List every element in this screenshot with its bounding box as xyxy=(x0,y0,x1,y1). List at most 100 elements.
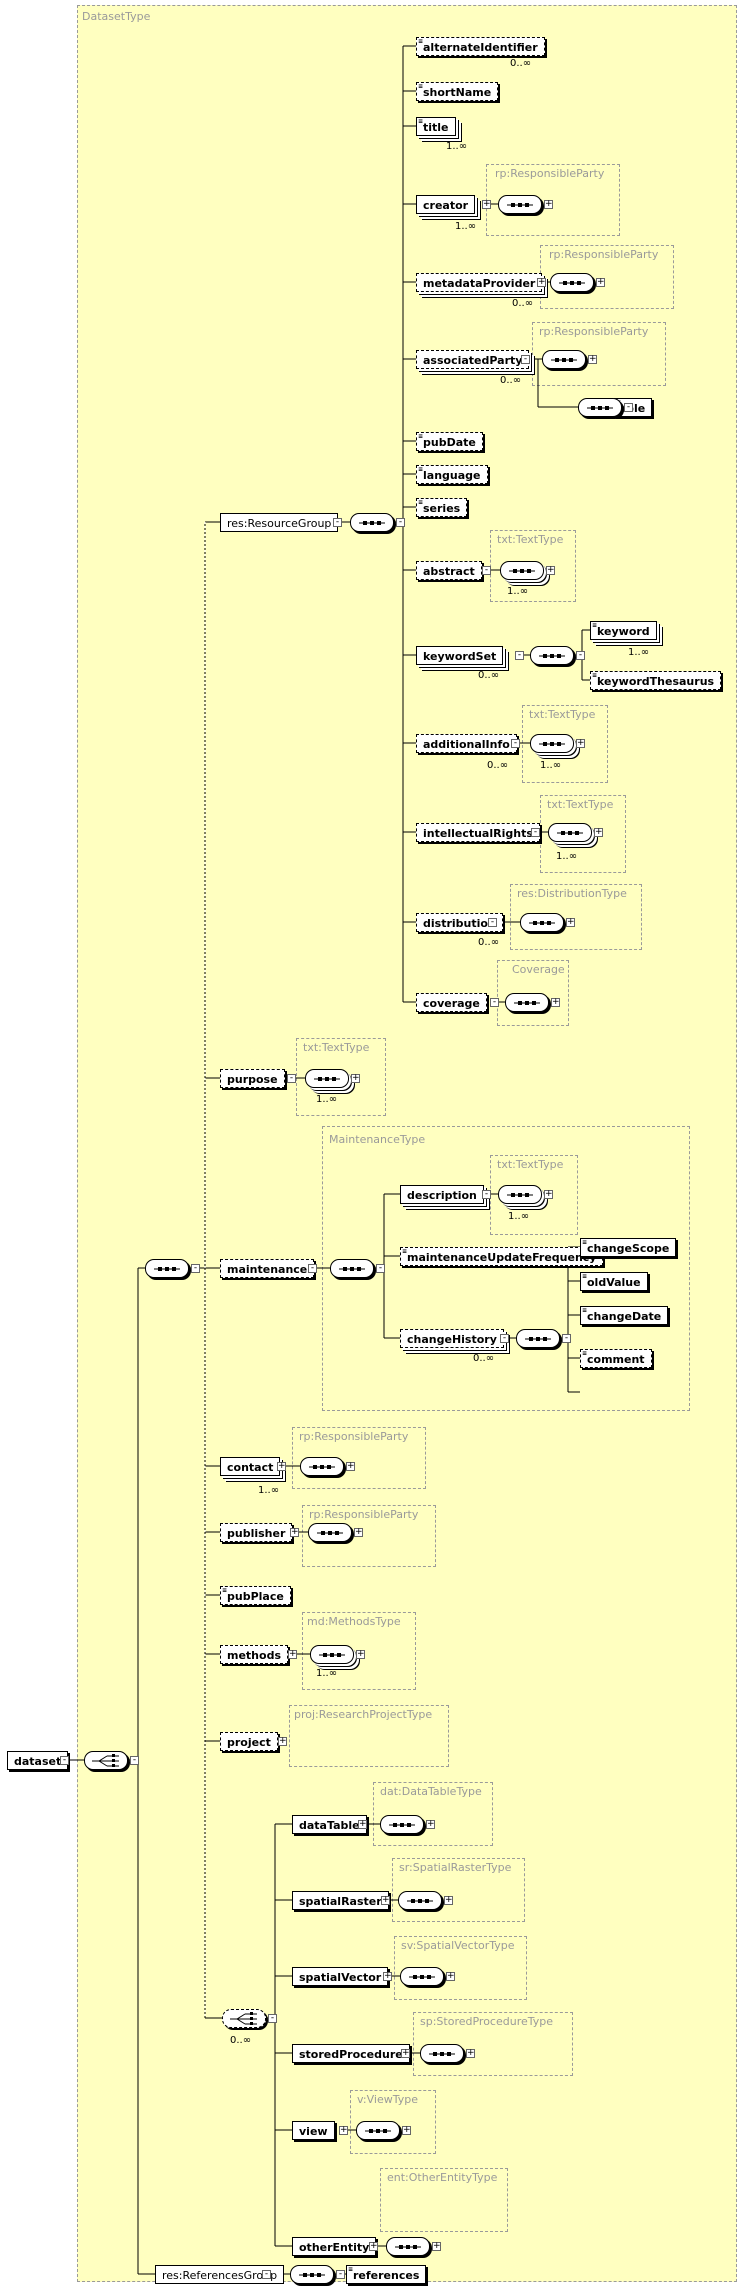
sequence-description-type-expand-icon[interactable]: + xyxy=(544,1189,553,1199)
element-methods[interactable]: methods xyxy=(220,1645,288,1664)
expand-description-icon[interactable]: - xyxy=(482,1190,491,1199)
sequence-metadata-provider-type-expand-icon[interactable]: + xyxy=(596,277,605,287)
sequence-intellectual-rights-type-icon[interactable] xyxy=(548,823,592,842)
sequence-distribution-type-icon[interactable] xyxy=(520,913,564,932)
sequence-intellectual-rights-type-expand-icon[interactable]: + xyxy=(594,827,603,837)
expand-purpose-icon[interactable]: - xyxy=(287,1074,296,1083)
sequence-associated-party-type-expand-icon[interactable]: + xyxy=(588,354,597,364)
sequence-purpose-type-expand-icon[interactable]: + xyxy=(351,1073,360,1083)
sequence-associated-party-role-icon[interactable] xyxy=(578,398,622,417)
element-distribution[interactable]: distribution xyxy=(416,913,503,932)
expand-intellectual-rights-icon[interactable]: - xyxy=(531,828,540,837)
sequence-stored-procedure-type-expand-icon[interactable]: + xyxy=(466,2048,475,2058)
choice-entity-icon[interactable] xyxy=(222,2009,266,2028)
element-metadata-provider[interactable]: metadataProvider xyxy=(416,273,543,292)
sequence-abstract-type-icon[interactable] xyxy=(500,561,544,580)
element-coverage[interactable]: coverage xyxy=(416,993,487,1012)
element-maintenance[interactable]: maintenance xyxy=(220,1259,315,1278)
sequence-keyword-set-expand-icon[interactable]: - xyxy=(576,651,585,660)
choice-root-icon[interactable] xyxy=(84,1751,128,1770)
element-alternate-identifier[interactable]: ≡alternateIdentifier xyxy=(416,37,545,56)
sequence-purpose-type-icon[interactable] xyxy=(305,1069,349,1088)
sequence-view-type-expand-icon[interactable]: + xyxy=(402,2125,411,2135)
expand-spatial-raster-icon[interactable]: + xyxy=(381,1895,390,1905)
element-spatial-raster[interactable]: spatialRaster xyxy=(292,1891,389,1910)
element-maintenance-update-frequency[interactable]: ≡maintenanceUpdateFrequency xyxy=(400,1247,604,1266)
sequence-data-table-type-expand-icon[interactable]: + xyxy=(426,1819,435,1829)
sequence-other-entity-type-icon[interactable] xyxy=(386,2237,430,2256)
sequence-associated-party-type-icon[interactable] xyxy=(542,350,586,369)
element-language[interactable]: ≡language xyxy=(416,465,488,484)
sequence-coverage-type-icon[interactable] xyxy=(505,993,549,1012)
element-dataset[interactable]: dataset xyxy=(7,1751,69,1770)
expand-metadata-provider-icon[interactable]: + xyxy=(537,277,546,287)
sequence-change-history-expand-icon[interactable]: - xyxy=(562,1334,571,1343)
expand-references-group-icon[interactable]: - xyxy=(262,2270,271,2279)
element-references[interactable]: ≡references xyxy=(346,2265,427,2284)
expand-spatial-vector-icon[interactable]: + xyxy=(383,1971,392,1981)
sequence-other-entity-type-expand-icon[interactable]: + xyxy=(432,2241,441,2251)
sequence-references-group-icon[interactable] xyxy=(290,2265,334,2284)
element-publisher[interactable]: publisher xyxy=(220,1523,293,1542)
group-resource-group[interactable]: res:ResourceGroup xyxy=(220,513,339,532)
sequence-contact-type-icon[interactable] xyxy=(300,1457,344,1476)
expand-methods-icon[interactable]: + xyxy=(288,1649,297,1659)
element-intellectual-rights[interactable]: intellectualRights xyxy=(416,823,540,842)
expand-publisher-icon[interactable]: + xyxy=(290,1527,299,1537)
expand-additional-info-icon[interactable]: - xyxy=(511,739,520,748)
sequence-coverage-type-expand-icon[interactable]: + xyxy=(551,997,560,1007)
element-pub-place[interactable]: ≡pubPlace xyxy=(220,1586,291,1605)
sequence-stored-procedure-type-icon[interactable] xyxy=(420,2044,464,2063)
expand-contact-icon[interactable]: + xyxy=(277,1461,286,1471)
choice-entity-expand-icon[interactable]: - xyxy=(268,2014,277,2023)
expand-stored-procedure-icon[interactable]: + xyxy=(401,2048,410,2058)
sequence-publisher-type-expand-icon[interactable]: + xyxy=(354,1527,363,1537)
element-change-scope[interactable]: ≡changeScope xyxy=(580,1238,677,1257)
sequence-contact-type-expand-icon[interactable]: + xyxy=(346,1461,355,1471)
element-project[interactable]: project xyxy=(220,1732,278,1751)
sequence-keyword-set-icon[interactable] xyxy=(530,646,574,665)
sequence-methods-type-expand-icon[interactable]: + xyxy=(356,1649,365,1659)
element-contact[interactable]: contact xyxy=(220,1457,281,1476)
element-stored-procedure[interactable]: storedProcedure xyxy=(292,2044,410,2063)
sequence-additional-info-type-expand-icon[interactable]: + xyxy=(576,738,585,748)
element-change-history[interactable]: changeHistory xyxy=(400,1329,504,1348)
element-old-value[interactable]: ≡oldValue xyxy=(580,1272,648,1291)
element-purpose[interactable]: purpose xyxy=(220,1069,285,1088)
element-short-name[interactable]: ≡shortName xyxy=(416,82,499,101)
element-keyword-thesaurus[interactable]: ≡keywordThesaurus xyxy=(590,671,722,690)
element-creator[interactable]: creator xyxy=(416,195,476,214)
element-additional-info[interactable]: additionalInfo xyxy=(416,734,517,753)
element-other-entity[interactable]: otherEntity xyxy=(292,2237,377,2256)
choice-root-expand-icon[interactable]: - xyxy=(130,1756,139,1765)
element-description[interactable]: description xyxy=(400,1185,484,1204)
sequence-main-icon[interactable] xyxy=(145,1259,189,1278)
expand-coverage-icon[interactable]: - xyxy=(490,998,499,1007)
element-view[interactable]: view xyxy=(292,2121,335,2140)
sequence-maintenance-type-icon[interactable] xyxy=(330,1259,374,1278)
element-spatial-vector[interactable]: spatialVector xyxy=(292,1967,389,1986)
element-pub-date[interactable]: ≡pubDate xyxy=(416,432,483,451)
sequence-data-table-type-icon[interactable] xyxy=(380,1815,424,1834)
expand-dataset-icon[interactable]: - xyxy=(60,1756,69,1765)
sequence-view-type-icon[interactable] xyxy=(356,2121,400,2140)
element-comment[interactable]: ≡comment xyxy=(580,1349,652,1368)
expand-abstract-icon[interactable]: - xyxy=(482,566,491,575)
sequence-maintenance-type-expand-icon[interactable]: - xyxy=(376,1264,385,1273)
expand-resource-group-icon[interactable]: - xyxy=(333,518,342,527)
expand-data-table-icon[interactable]: + xyxy=(358,1819,367,1829)
sequence-resource-group-icon[interactable] xyxy=(350,513,394,532)
sequence-main-expand-icon[interactable]: - xyxy=(191,1264,200,1273)
sequence-spatial-raster-type-expand-icon[interactable]: + xyxy=(444,1895,453,1905)
sequence-publisher-type-icon[interactable] xyxy=(308,1523,352,1542)
sequence-spatial-vector-type-expand-icon[interactable]: + xyxy=(446,1971,455,1981)
sequence-description-type-icon[interactable] xyxy=(498,1185,542,1204)
expand-other-entity-icon[interactable]: + xyxy=(369,2241,378,2251)
sequence-methods-type-icon[interactable] xyxy=(310,1645,354,1664)
sequence-abstract-type-expand-icon[interactable]: + xyxy=(546,565,555,575)
sequence-references-group-expand-icon[interactable]: - xyxy=(336,2270,345,2279)
sequence-distribution-type-expand-icon[interactable]: + xyxy=(566,917,575,927)
element-abstract[interactable]: abstract xyxy=(416,561,482,580)
element-keyword[interactable]: ≡keyword xyxy=(590,621,657,640)
sequence-spatial-raster-type-icon[interactable] xyxy=(398,1891,442,1910)
